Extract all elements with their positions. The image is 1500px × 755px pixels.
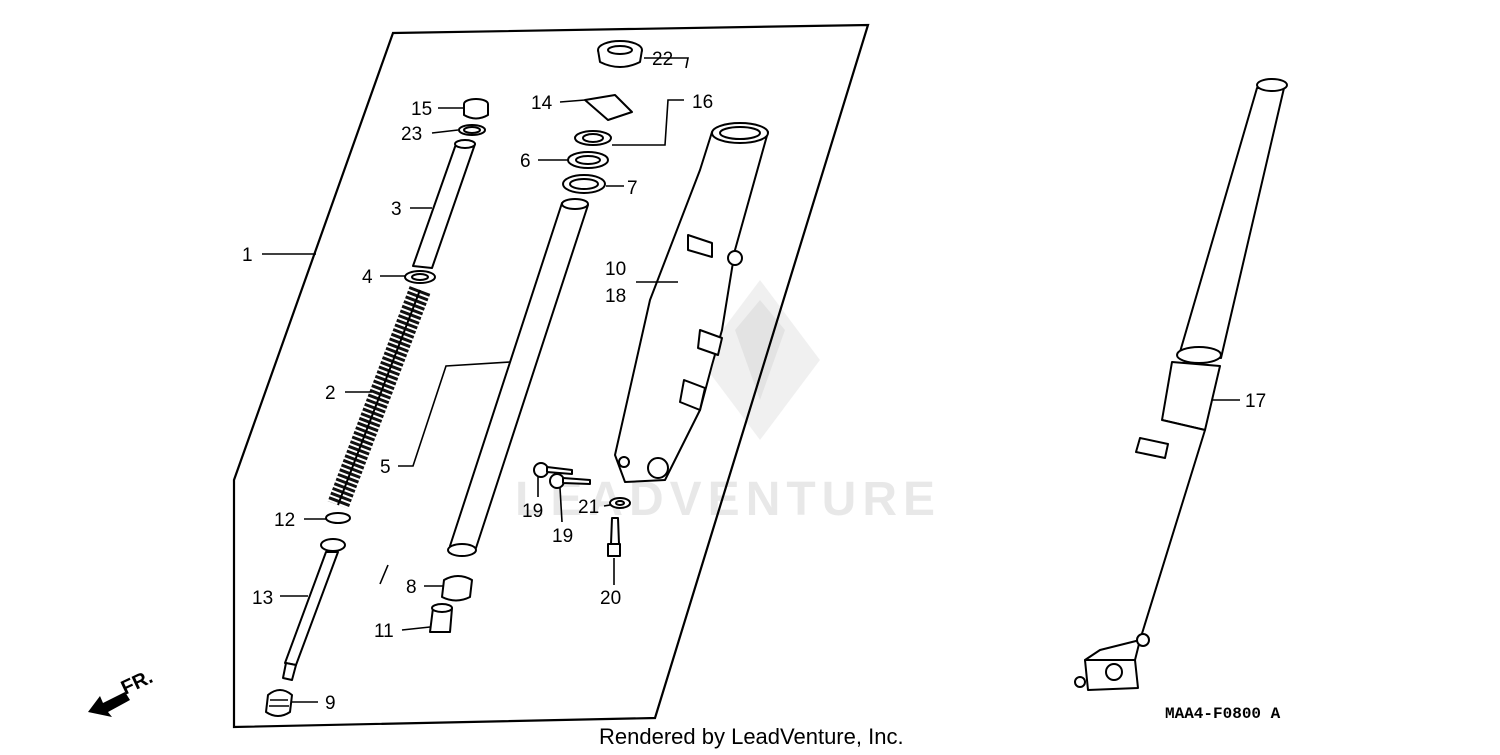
callout-1: 1 — [242, 245, 253, 266]
callout-5: 5 — [380, 457, 391, 478]
front-direction-indicator: FR. — [88, 666, 156, 717]
callout-20: 20 — [600, 588, 621, 609]
callout-18: 18 — [605, 286, 626, 307]
callout-4: 4 — [362, 267, 373, 288]
footer-credit: Rendered by LeadVenture, Inc. — [599, 724, 904, 749]
callout-19a: 19 — [522, 501, 543, 522]
callout-16: 16 — [692, 92, 713, 113]
callout-9: 9 — [325, 693, 336, 714]
callout-17: 17 — [1245, 391, 1266, 412]
callout-15: 15 — [411, 99, 432, 120]
inner-fork-tube — [429, 198, 589, 633]
callout-13: 13 — [252, 588, 273, 609]
callout-labels: 1 2 3 4 5 6 7 8 9 10 11 12 13 14 15 16 1… — [242, 49, 1266, 714]
callout-14: 14 — [531, 93, 553, 114]
assembly-frame — [232, 23, 870, 729]
fork-assembly-complete — [1074, 78, 1288, 691]
callout-10: 10 — [605, 259, 626, 280]
callout-19b: 19 — [552, 526, 573, 547]
callout-12: 12 — [274, 510, 295, 531]
callout-6: 6 — [520, 151, 531, 172]
callout-22: 22 — [652, 49, 673, 70]
callout-8: 8 — [406, 577, 417, 598]
callout-21: 21 — [578, 497, 599, 518]
callout-23: 23 — [401, 124, 422, 145]
fork-spring-group — [265, 98, 489, 717]
outer-fork-slider — [614, 122, 769, 483]
watermark: LEADVENTURE — [515, 280, 935, 526]
callout-2: 2 — [325, 383, 336, 404]
callout-3: 3 — [391, 199, 402, 220]
arrow-icon — [88, 692, 130, 717]
bolts-group — [533, 462, 631, 557]
leader-lines — [262, 57, 1240, 703]
callout-11: 11 — [374, 621, 394, 642]
callout-7: 7 — [627, 178, 638, 199]
diagram-code: MAA4-F0800 A — [1165, 705, 1281, 723]
seal-stack — [562, 40, 643, 194]
